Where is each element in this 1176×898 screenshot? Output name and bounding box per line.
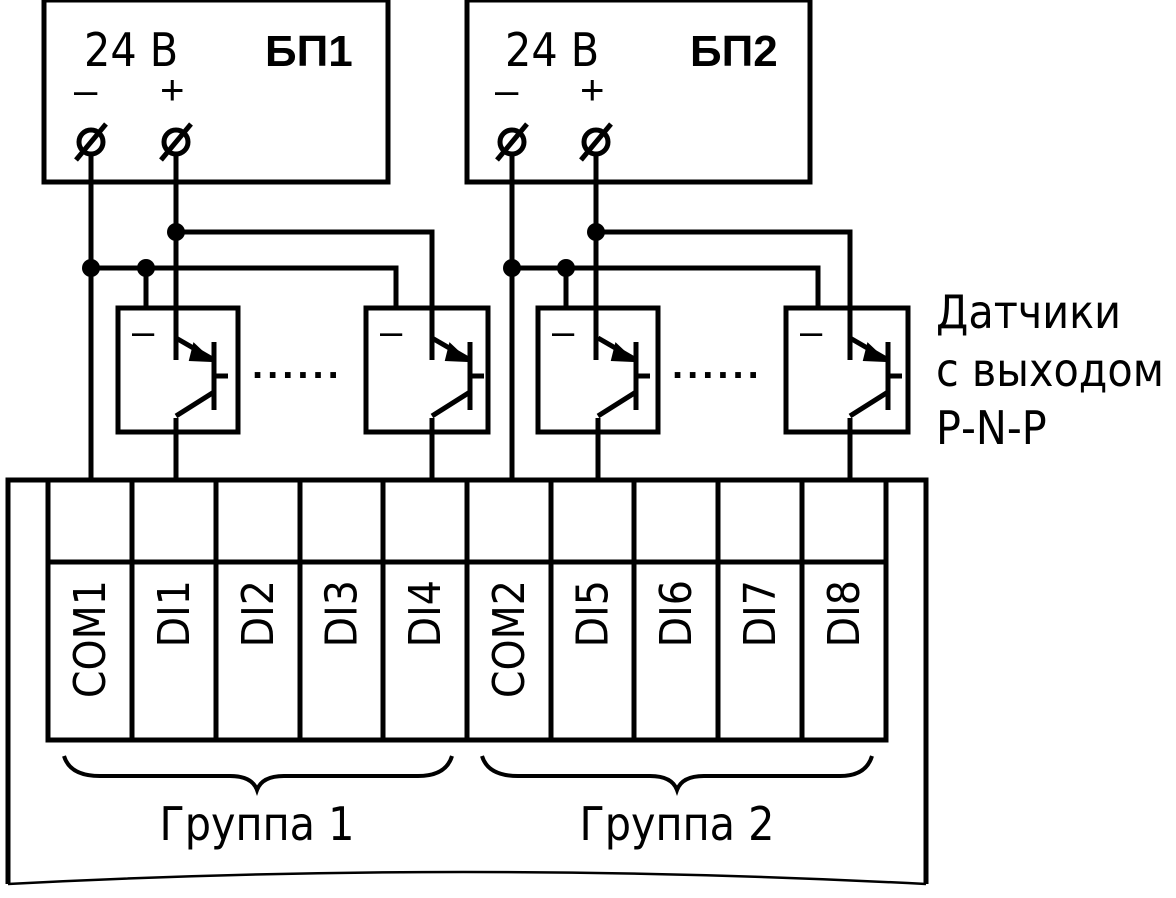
terminal-label: DI5 xyxy=(568,580,619,647)
sensor-3: – xyxy=(535,305,661,435)
group-1-label: Группа 1 xyxy=(160,797,355,851)
terminal-block: COM1 DI1 DI2 DI3 DI4 COM2 DI5 DI6 DI7 DI8 xyxy=(45,477,889,743)
terminal-di5: DI5 xyxy=(548,480,619,740)
terminal-label: DI3 xyxy=(317,580,368,647)
sensor-4: – xyxy=(783,305,911,435)
sensor-minus-label: – xyxy=(380,310,403,354)
wire-ps2-plus-sensor-d xyxy=(596,229,853,360)
terminal-label: DI1 xyxy=(149,580,200,647)
sensor-1: – xyxy=(115,305,241,435)
sensors: –––– xyxy=(115,305,911,435)
group-2-label: Группа 2 xyxy=(580,797,775,851)
ps1-voltage-label: 24 В xyxy=(84,23,178,77)
sensor-minus-label: – xyxy=(800,310,823,354)
terminal-label: DI7 xyxy=(735,580,786,647)
terminal-label: COM2 xyxy=(484,580,535,698)
ps2-minus-label: – xyxy=(495,66,519,113)
sensor-dots-group-2: ...... xyxy=(672,343,763,387)
terminal-label: DI4 xyxy=(400,580,451,647)
ps1-minus-terminal-icon xyxy=(74,122,108,162)
ps2-minus-terminal-icon xyxy=(495,122,529,162)
sensor-2: – xyxy=(363,305,491,435)
ps1-minus-label: – xyxy=(74,66,98,113)
group-1-brace xyxy=(62,755,454,796)
sensor-dots-group-1: ...... xyxy=(252,343,343,387)
junction-dots xyxy=(82,223,605,277)
ps2-plus-terminal-icon xyxy=(579,122,613,162)
terminal-di8: DI8 xyxy=(799,480,870,740)
pnp-transistor-icon xyxy=(848,335,902,419)
terminal-label: COM1 xyxy=(65,580,116,698)
terminal-com2: COM2 xyxy=(464,480,535,740)
wiring xyxy=(88,155,853,478)
ps1-plus-terminal-icon xyxy=(159,122,193,162)
sensor-caption-line-1: Датчики xyxy=(936,285,1121,339)
pnp-transistor-icon xyxy=(174,335,228,419)
terminal-label: DI2 xyxy=(233,580,284,647)
wire-ps1-minus-bus xyxy=(91,265,399,308)
wire-ps2-minus-bus xyxy=(512,265,821,308)
sensor-minus-label: – xyxy=(552,310,575,354)
ps1-plus-label: + xyxy=(160,66,185,113)
terminal-com1: COM1 xyxy=(65,580,116,698)
terminal-di7: DI7 xyxy=(715,480,786,740)
ps2-plus-label: + xyxy=(580,66,605,113)
power-supply-1: 24 В БП1 – + xyxy=(41,0,391,185)
terminal-di2: DI2 xyxy=(213,480,284,740)
pnp-transistor-icon xyxy=(430,335,484,419)
ps2-voltage-label: 24 В xyxy=(505,23,599,77)
ps2-name-label: БП2 xyxy=(690,27,778,76)
terminal-di4: DI4 xyxy=(380,480,451,740)
wire-ps1-plus-sensor-b xyxy=(176,229,435,360)
pnp-transistor-icon xyxy=(596,335,650,419)
terminal-di6: DI6 xyxy=(631,480,702,740)
terminal-label: DI6 xyxy=(651,580,702,647)
power-supply-2: 24 В БП2 – + xyxy=(464,0,813,185)
terminal-di1: DI1 xyxy=(129,480,200,740)
ps1-name-label: БП1 xyxy=(265,27,353,76)
terminal-di3: DI3 xyxy=(297,480,368,740)
sensor-minus-label: – xyxy=(132,310,155,354)
group-2-brace xyxy=(480,755,874,796)
group-braces xyxy=(62,755,874,796)
terminal-label: DI8 xyxy=(819,580,870,647)
sensor-caption-line-2: с выходом xyxy=(936,343,1164,397)
sensor-caption-line-3: Р-N-Р xyxy=(936,401,1047,455)
